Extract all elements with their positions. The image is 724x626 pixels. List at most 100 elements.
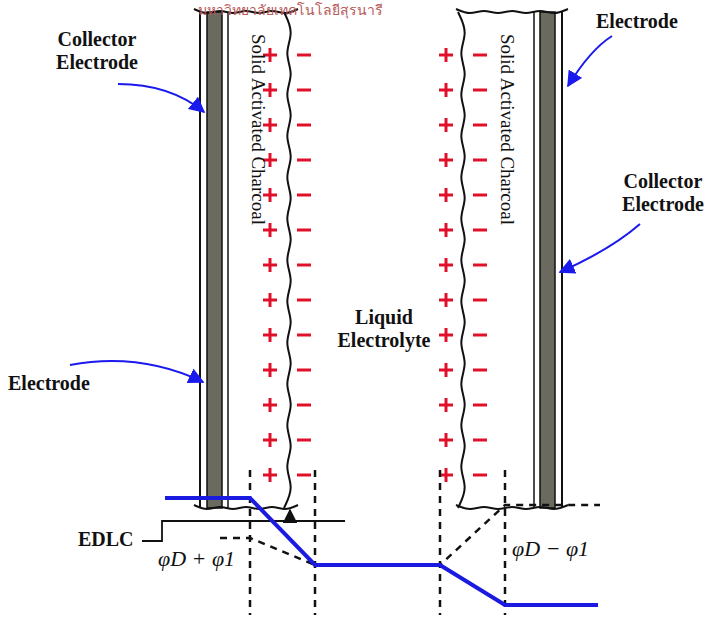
leader-arrow [118, 84, 204, 112]
charge-bar [297, 124, 311, 127]
electrode-line [561, 12, 563, 508]
band-label: Solid Activated Charcoal [247, 34, 269, 225]
charge-bar [473, 124, 487, 127]
minus-charge [473, 300, 487, 301]
plus-charge [439, 328, 453, 342]
charge-bar [445, 223, 448, 237]
charge-bar [473, 404, 487, 407]
charge-bar [297, 264, 311, 267]
charge-bar [445, 153, 448, 167]
minus-charge [473, 55, 487, 56]
charge-bar [269, 293, 272, 307]
charge-bar [297, 334, 311, 337]
charge-bar [297, 299, 311, 302]
charge-bar [269, 223, 272, 237]
charge-bar [297, 89, 311, 92]
plus-charge [439, 433, 453, 447]
plus-charge [263, 363, 277, 377]
minus-charge [473, 195, 487, 196]
charge-bar [445, 433, 448, 447]
minus-charge [297, 300, 311, 301]
electrode-line [199, 12, 201, 508]
plus-charge [439, 223, 453, 237]
part-label: Electrode [8, 372, 90, 395]
boundary-dash [249, 470, 252, 615]
minus-charge [473, 160, 487, 161]
minus-charge [473, 335, 487, 336]
charge-bar [473, 264, 487, 267]
plus-charge [263, 433, 277, 447]
charge-bar [445, 468, 448, 482]
leader-arrow [70, 361, 203, 382]
charge-bar [297, 159, 311, 162]
minus-charge [473, 125, 487, 126]
plus-charge [439, 118, 453, 132]
charge-bar [269, 363, 272, 377]
charge-bar [269, 433, 272, 447]
minus-charge [297, 475, 311, 476]
minus-charge [297, 55, 311, 56]
minus-charge [297, 335, 311, 336]
plus-charge [439, 258, 453, 272]
charcoal-surface [284, 12, 291, 508]
minus-charge [473, 265, 487, 266]
charge-bar [445, 363, 448, 377]
collector-strip [207, 12, 222, 508]
charcoal-boundary [227, 12, 229, 508]
charge-bar [473, 299, 487, 302]
minus-charge [297, 90, 311, 91]
part-label: Collector Electrode [22, 28, 172, 74]
charge-bar [445, 188, 448, 202]
region-label: Liquid Electrolyte [322, 306, 446, 352]
charge-bar [445, 83, 448, 97]
wavy-bottom [194, 505, 298, 509]
plus-charge [263, 293, 277, 307]
minus-charge [473, 405, 487, 406]
charge-bar [445, 328, 448, 342]
charge-bar [473, 89, 487, 92]
charge-bar [297, 369, 311, 372]
plus-charge [439, 363, 453, 377]
plus-charge [439, 48, 453, 62]
part-label: Collector Electrode [604, 170, 722, 216]
charge-bar [473, 369, 487, 372]
plus-charge [439, 188, 453, 202]
boundary-dash [504, 470, 507, 615]
part-label: Electrode [596, 10, 678, 33]
charge-bar [269, 468, 272, 482]
watermark: มหาวิทยาลัยเทคโนโลยีสุรนารี [150, 3, 430, 19]
charcoal-boundary [533, 12, 535, 508]
minus-charge [473, 90, 487, 91]
charge-bar [473, 159, 487, 162]
minus-charge [297, 405, 311, 406]
boundary-dash [314, 470, 317, 615]
charcoal-band: Solid Activated Charcoal [482, 16, 532, 502]
charcoal-surface [458, 12, 465, 508]
charge-bar [445, 293, 448, 307]
plus-charge [263, 258, 277, 272]
charge-bar [473, 54, 487, 57]
callout-label: EDLC [78, 528, 134, 551]
charge-bar [269, 398, 272, 412]
plus-charge [439, 83, 453, 97]
charge-bar [445, 48, 448, 62]
plus-charge [439, 153, 453, 167]
charge-bar [297, 194, 311, 197]
charge-bar [445, 398, 448, 412]
minus-charge [297, 440, 311, 441]
potential-label: φD − φ1 [512, 536, 589, 561]
plus-charge [263, 223, 277, 237]
charge-bar [473, 194, 487, 197]
minus-charge [297, 195, 311, 196]
charge-bar [473, 229, 487, 232]
charge-bar [297, 54, 311, 57]
wavy-top [456, 9, 568, 13]
band-label: Solid Activated Charcoal [496, 34, 518, 225]
potential-label: φD + φ1 [158, 546, 235, 571]
wavy-bottom [456, 505, 568, 509]
plus-charge [439, 398, 453, 412]
leader-arrow [568, 36, 612, 86]
minus-charge [297, 230, 311, 231]
leader-arrow [560, 224, 640, 272]
